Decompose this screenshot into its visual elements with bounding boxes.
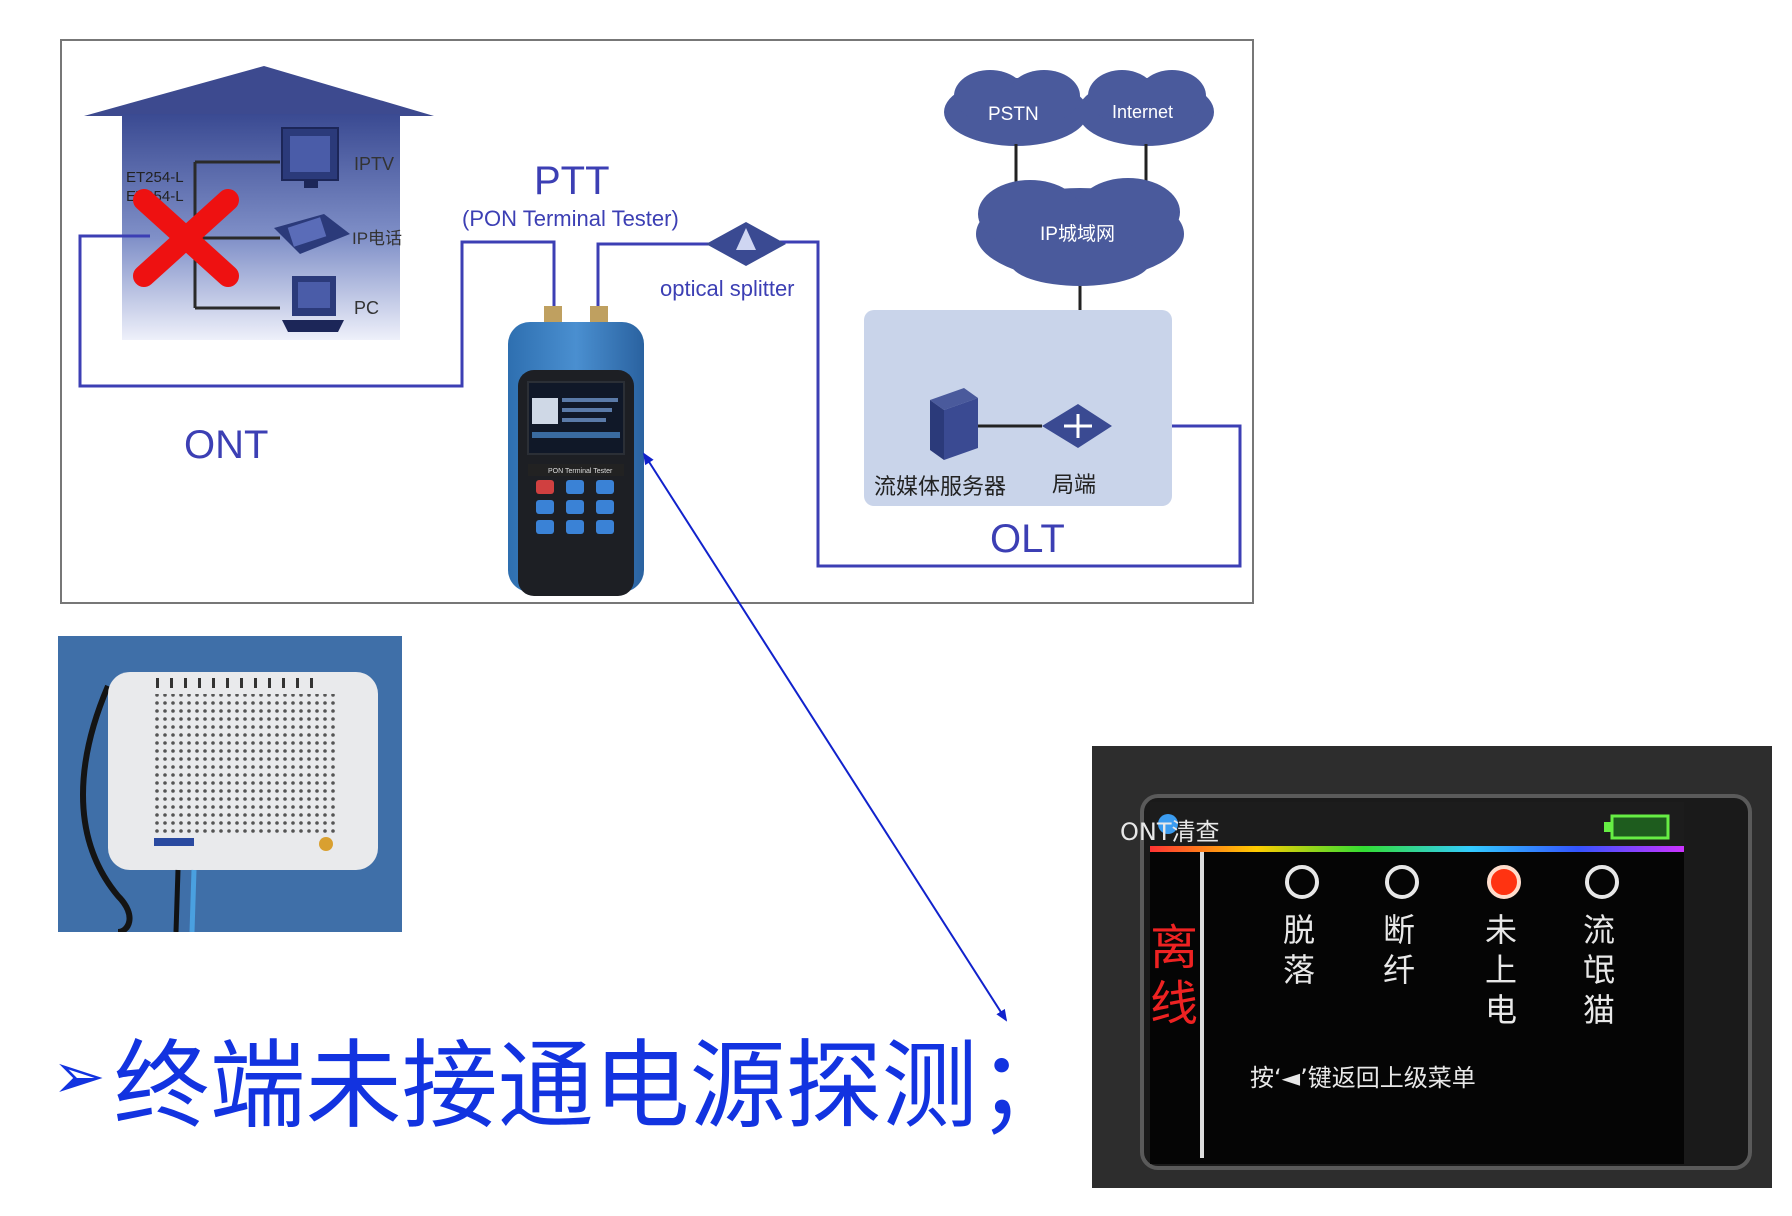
battery-icon <box>1610 814 1670 840</box>
splitter-label: optical splitter <box>660 276 795 301</box>
server-icon <box>930 388 978 460</box>
option-circle-4 <box>1585 865 1619 899</box>
option-circle-1 <box>1285 865 1319 899</box>
pc-label: PC <box>354 298 379 318</box>
tester-keypad <box>536 480 614 534</box>
fiber-splitter-to-olt <box>780 240 1242 568</box>
pc-icon <box>282 276 344 332</box>
tester-device: PON Terminal Tester <box>508 306 644 596</box>
tv-icon <box>281 127 339 188</box>
iptv-label: IPTV <box>354 154 394 174</box>
caption-text: 终端未接通电源探测； <box>113 1029 1074 1142</box>
status-text: 离线 <box>1150 920 1199 1032</box>
screen-hint: 按‘◄’键返回上级菜单 <box>1250 1064 1476 1092</box>
option-label-3: 未上电 <box>1485 911 1518 1029</box>
pstn-label: PSTN <box>988 104 1039 125</box>
fiber-ont-to-tester <box>78 234 556 388</box>
red-x-icon <box>133 189 239 287</box>
metro-label: IP城域网 <box>1040 223 1115 245</box>
screen-title: ONT清查 <box>1120 818 1220 846</box>
ont-check-icon <box>1158 814 1178 834</box>
ont-photo <box>58 636 402 932</box>
tester-brand-label: PON Terminal Tester <box>548 468 613 475</box>
switch-icon <box>1042 404 1112 448</box>
internet-label: Internet <box>1112 102 1173 122</box>
office-label: 局端 <box>1052 472 1096 497</box>
server-label: 流媒体服务器 <box>874 474 1006 499</box>
ip-phone-label: IP电话 <box>352 229 402 248</box>
ont-model-label-1: ET254-L <box>126 169 184 186</box>
option-label-1: 脱落 <box>1283 911 1316 989</box>
screen-status: 离线 <box>1150 920 1206 1032</box>
cloud-internet <box>1078 70 1214 146</box>
option-circle-3 <box>1487 865 1521 899</box>
status-options <box>1285 865 1619 899</box>
olt-label: OLT <box>990 517 1065 561</box>
pointer-arrow <box>642 452 1008 1022</box>
bullet-arrow-icon: ➢ <box>52 1040 106 1114</box>
cloud-pstn <box>944 70 1088 146</box>
fiber-tester-to-splitter <box>596 242 712 320</box>
ont-label: ONT <box>184 423 268 467</box>
option-circle-2 <box>1385 865 1419 899</box>
tester-screen-photo <box>1092 746 1772 1188</box>
phone-icon <box>274 214 350 254</box>
option-label-2: 断纤 <box>1383 911 1416 989</box>
cloud-metro <box>976 178 1184 286</box>
ptt-subtitle: (PON Terminal Tester) <box>462 206 679 231</box>
splitter-icon <box>706 222 786 266</box>
ptt-title: PTT <box>534 159 610 203</box>
option-label-4: 流氓猫 <box>1583 911 1616 1029</box>
caption: ➢ 终端未接通电源探测； <box>52 1022 1074 1142</box>
